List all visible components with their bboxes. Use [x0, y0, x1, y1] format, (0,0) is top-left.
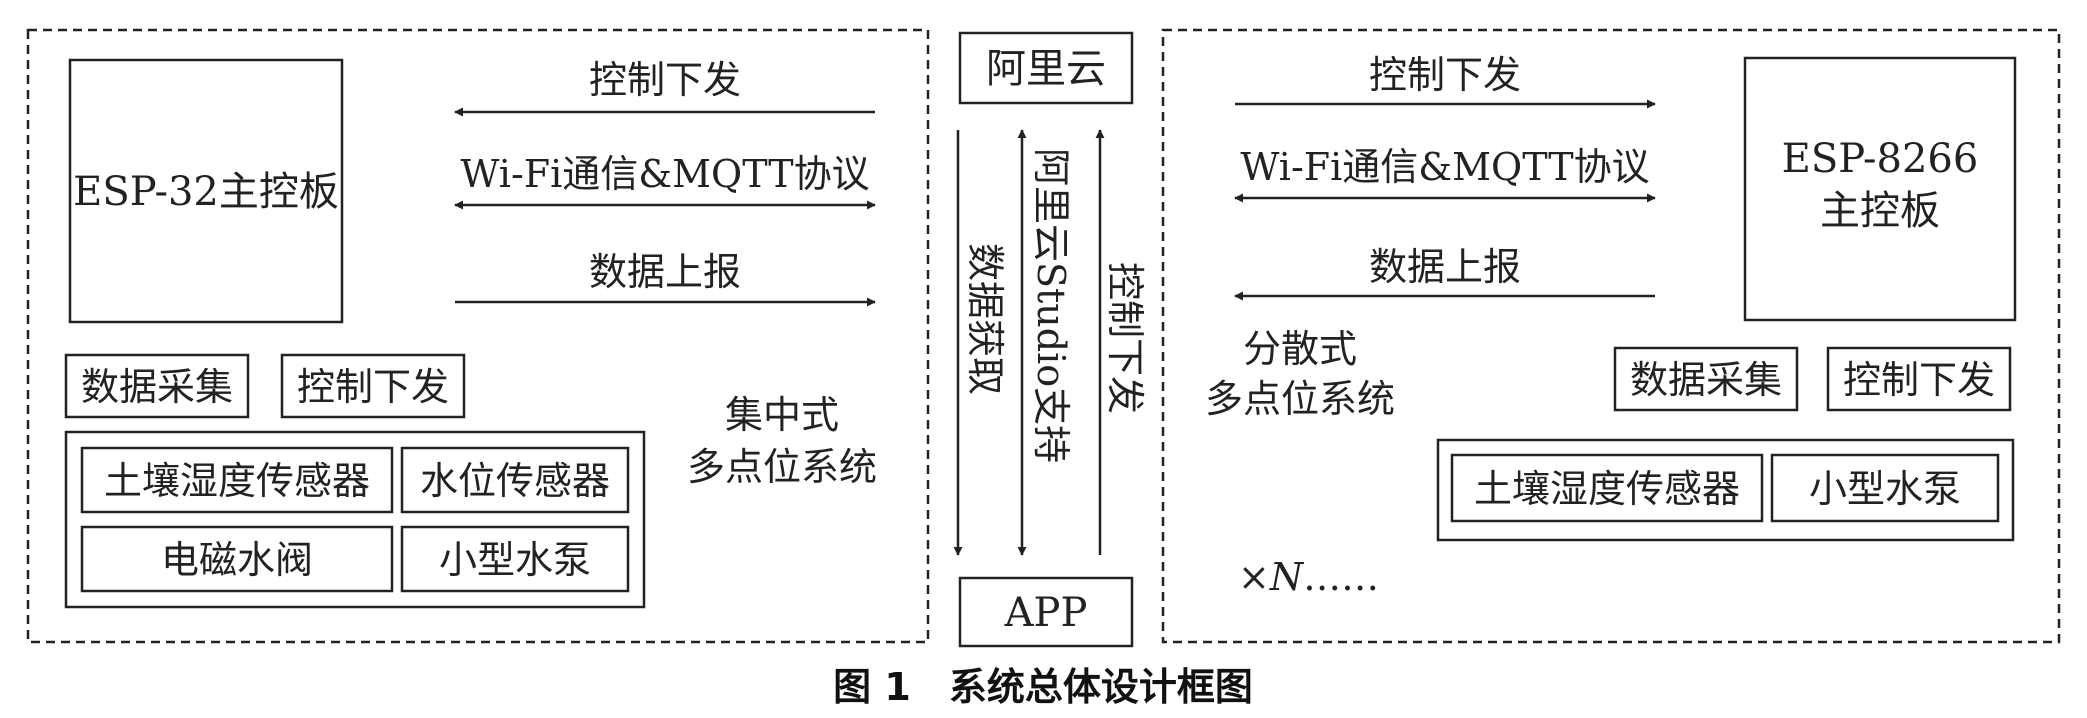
esp8266-board-label-line2: 主控板	[1820, 188, 1940, 234]
left-soil-sensor-box	[80, 446, 394, 514]
right-devices-group-box	[1436, 438, 2015, 542]
distributed-system-label-line1: 分散式	[1243, 327, 1357, 371]
aliyun-cloud-label: 阿里云	[986, 46, 1106, 92]
distributed-system-panel: 控制下发 Wi-Fi通信&MQTT协议 数据上报 ESP-8266 主控板 分散…	[1161, 28, 2061, 644]
multiplier-prefix: ×	[1238, 555, 1270, 599]
left-small-pump-label: 小型水泵	[439, 538, 591, 582]
right-data-collect-box	[1613, 346, 1799, 412]
multiplier-n: N	[1269, 555, 1305, 599]
left-comm-label: Wi-Fi通信&MQTT协议	[460, 152, 869, 196]
studio-support-label: 阿里云Studio支持	[1029, 148, 1073, 463]
centralized-system-label-line1: 集中式	[725, 393, 839, 437]
left-solenoid-valve-box	[80, 525, 394, 593]
right-soil-sensor-box	[1450, 453, 1764, 523]
data-fetch-label: 数据获取	[963, 243, 1007, 395]
distributed-system-label-line2: 多点位系统	[1205, 377, 1395, 421]
figure-caption: 图 1 系统总体设计框图	[833, 665, 1253, 709]
left-data-collect-box	[64, 353, 250, 419]
cloud-app-column: 阿里云 APP 数据获取 阿里云Studio支持 控制下发	[953, 31, 1147, 648]
right-control-issue-label: 控制下发	[1843, 358, 1995, 402]
left-solenoid-valve-label: 电磁水阀	[161, 538, 313, 582]
esp8266-board-box	[1743, 56, 2017, 322]
centralized-system-border	[26, 28, 930, 644]
cloud-control-label: 控制下发	[1103, 262, 1147, 414]
aliyun-cloud-box	[958, 31, 1134, 105]
esp32-board-label: ESP-32主控板	[73, 169, 339, 215]
left-control-label: 控制下发	[589, 58, 741, 102]
multiplier-suffix: ……	[1303, 555, 1379, 599]
right-small-pump-label: 小型水泵	[1809, 467, 1961, 511]
right-comm-label: Wi-Fi通信&MQTT协议	[1240, 145, 1649, 189]
centralized-system-panel: ESP-32主控板 控制下发 Wi-Fi通信&MQTT协议 数据上报 数据采集 …	[26, 28, 930, 644]
left-control-issue-box	[280, 353, 466, 419]
left-water-level-sensor-label: 水位传感器	[420, 459, 610, 503]
esp8266-board-label-line1: ESP-8266	[1782, 136, 1979, 182]
right-small-pump-box	[1770, 453, 2000, 523]
right-report-label: 数据上报	[1369, 245, 1521, 289]
app-label: APP	[1004, 590, 1088, 636]
right-soil-sensor-label: 土壤湿度传感器	[1474, 467, 1740, 511]
right-control-label: 控制下发	[1369, 53, 1521, 97]
left-control-issue-label: 控制下发	[297, 365, 449, 409]
distributed-system-border	[1161, 28, 2061, 644]
multiplier-label: ×N……	[1238, 555, 1379, 599]
centralized-system-label-line2: 多点位系统	[687, 445, 877, 489]
left-data-collect-label: 数据采集	[81, 365, 233, 409]
left-report-label: 数据上报	[589, 250, 741, 294]
right-control-issue-box	[1826, 346, 2012, 412]
left-small-pump-box	[400, 525, 630, 593]
left-water-level-sensor-box	[400, 446, 630, 514]
left-soil-sensor-label: 土壤湿度传感器	[104, 459, 370, 503]
esp32-board-box	[68, 58, 344, 324]
app-box	[958, 576, 1134, 648]
right-data-collect-label: 数据采集	[1630, 358, 1782, 402]
left-devices-group-box	[64, 430, 646, 609]
